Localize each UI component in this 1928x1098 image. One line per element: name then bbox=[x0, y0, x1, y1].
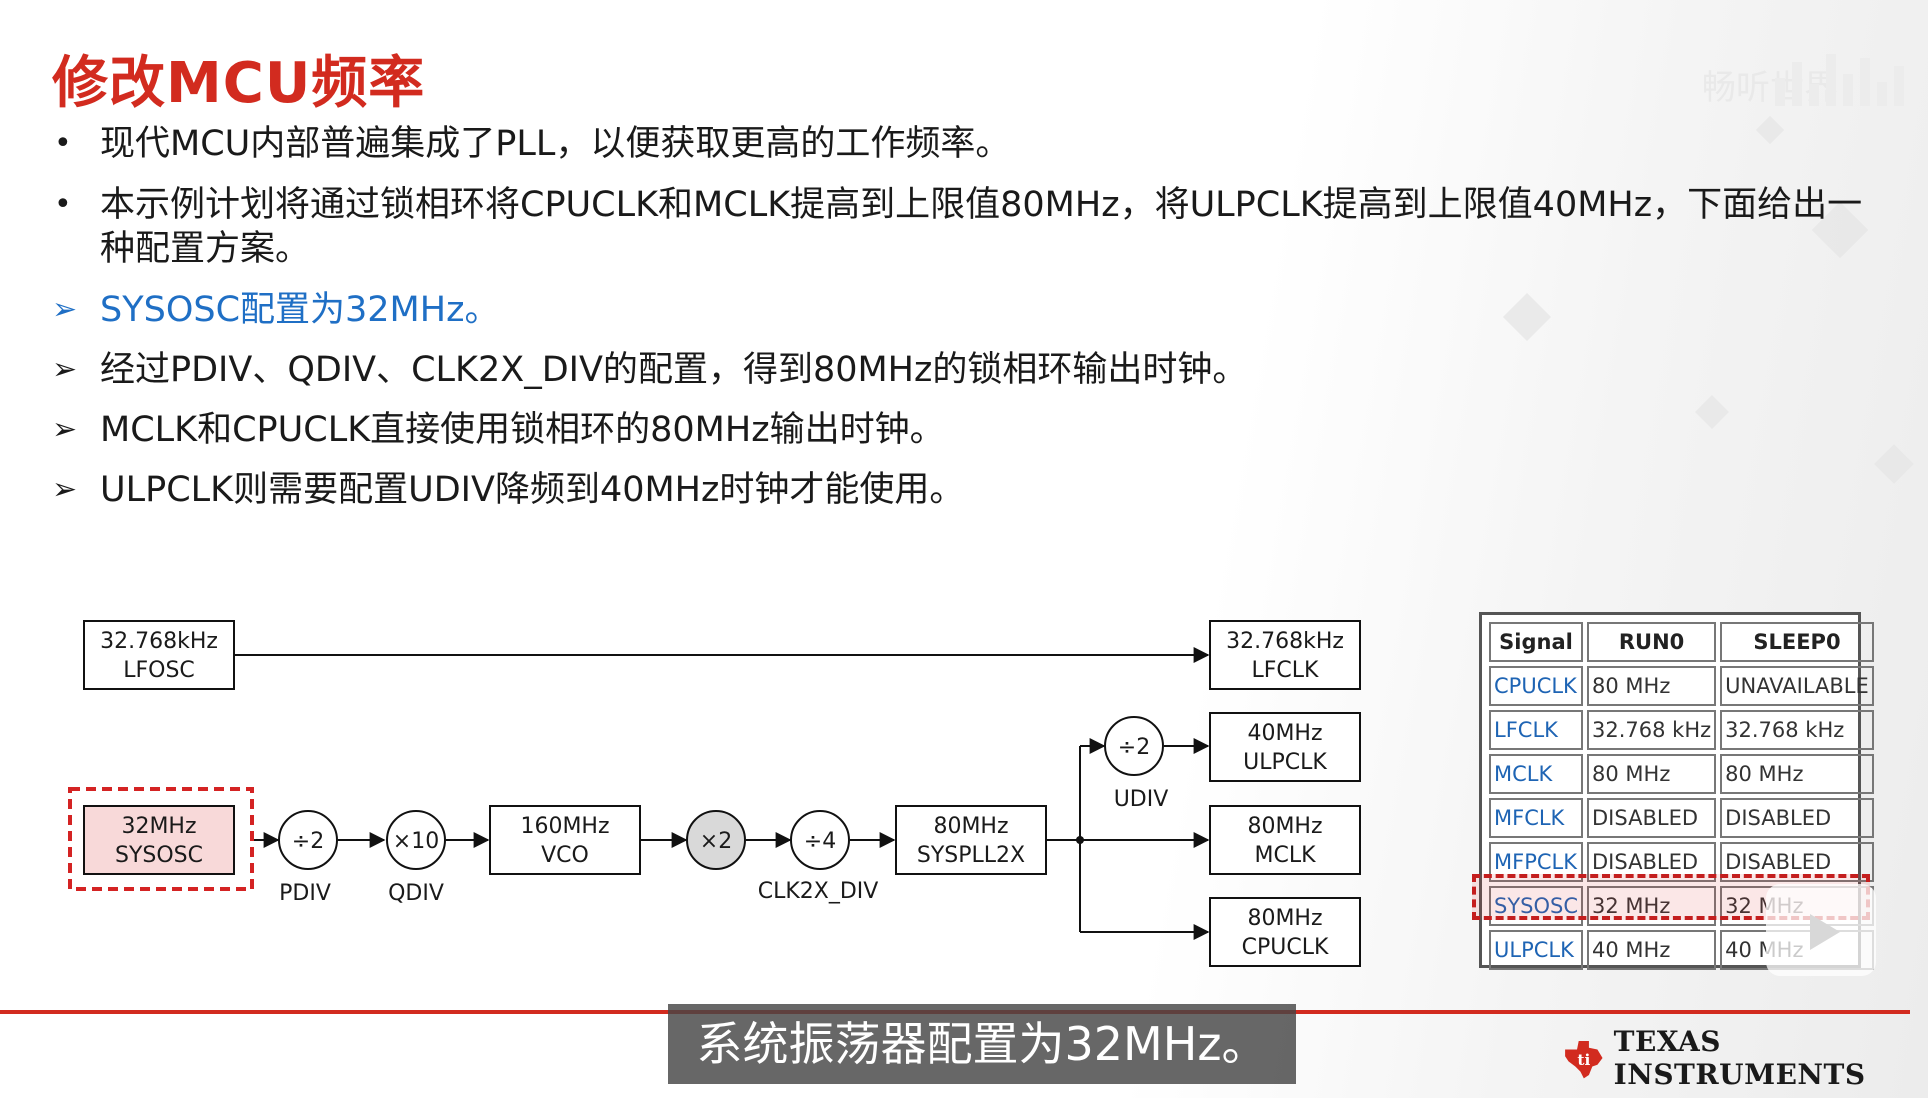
qdiv-label: QDIV bbox=[388, 881, 444, 906]
syspll2x-block bbox=[895, 805, 1047, 875]
sysosc-block bbox=[83, 805, 235, 875]
mclk-label: MCLK bbox=[1254, 843, 1316, 868]
play-icon bbox=[1810, 914, 1840, 950]
clk2x-div-node bbox=[790, 810, 850, 870]
vco-block bbox=[489, 805, 641, 875]
watermark-bars-icon bbox=[1775, 54, 1904, 106]
signal-value-cell: 32.768 kHz bbox=[1720, 710, 1874, 750]
lfosc-freq: 32.768kHz bbox=[100, 629, 218, 654]
table-header-cell: Signal bbox=[1489, 622, 1584, 662]
udiv-label: UDIV bbox=[1114, 787, 1169, 812]
lfosc-label: LFOSC bbox=[123, 658, 195, 683]
play-overlay-button[interactable] bbox=[1766, 884, 1876, 976]
ti-texas-icon: ti bbox=[1565, 1040, 1603, 1079]
bullet-item: ➢ MCLK和CPUCLK直接使用锁相环的80MHz输出时钟。 bbox=[52, 408, 1882, 452]
ulpclk-label: ULPCLK bbox=[1243, 750, 1327, 775]
signal-name-cell: MFPCLK bbox=[1489, 842, 1584, 882]
x2-symbol: ×2 bbox=[700, 829, 732, 854]
junction-dot bbox=[1076, 836, 1084, 844]
mclk-freq: 80MHz bbox=[1247, 814, 1322, 839]
bullet-text: MCLK和CPUCLK直接使用锁相环的80MHz输出时钟。 bbox=[100, 410, 945, 450]
bullet-dot-icon: • bbox=[54, 126, 72, 161]
udiv-node bbox=[1104, 716, 1164, 776]
clk2x-div-label: CLK2X_DIV bbox=[758, 879, 879, 904]
bullet-text: ULPCLK则需要配置UDIV降频到40MHz时钟才能使用。 bbox=[100, 470, 965, 510]
bullet-text: 经过PDIV、QDIV、CLK2X_DIV的配置，得到80MHz的锁相环输出时钟… bbox=[100, 350, 1248, 390]
syspll2x-freq: 80MHz bbox=[933, 814, 1008, 839]
signal-value-cell: DISABLED bbox=[1720, 798, 1874, 838]
bullet-arrow-icon: ➢ bbox=[52, 412, 78, 447]
vco-label: VCO bbox=[541, 843, 589, 868]
signal-value-cell: 80 MHz bbox=[1587, 754, 1717, 794]
bullet-list: • 现代MCU内部普遍集成了PLL，以便获取更高的工作频率。 • 本示例计划将通过锁相… bbox=[52, 122, 1882, 528]
bullet-item: ➢ SYSOSC配置为32MHz。 bbox=[52, 288, 1882, 332]
lfclk-block bbox=[1209, 620, 1361, 690]
qdiv-symbol: ×10 bbox=[393, 829, 439, 854]
sysosc-highlight-frame bbox=[68, 787, 254, 891]
sysosc-label: SYSOSC bbox=[115, 843, 203, 868]
ti-brand-name: TEXAS INSTRUMENTS bbox=[1613, 1025, 1866, 1091]
table-header-cell: SLEEP0 bbox=[1720, 622, 1874, 662]
bullet-item: ➢ 经过PDIV、QDIV、CLK2X_DIV的配置，得到80MHz的锁相环输出时… bbox=[52, 348, 1882, 392]
signal-value-cell: UNAVAILABLE bbox=[1720, 666, 1874, 706]
table-header-cell: RUN0 bbox=[1587, 622, 1717, 662]
ulpclk-freq: 40MHz bbox=[1247, 721, 1322, 746]
signal-name-cell: MCLK bbox=[1489, 754, 1584, 794]
bullet-text: SYSOSC配置为32MHz。 bbox=[100, 290, 500, 330]
signal-name-cell: MFCLK bbox=[1489, 798, 1584, 838]
signal-name-cell: CPUCLK bbox=[1489, 666, 1584, 706]
bullet-text: 现代MCU内部普遍集成了PLL，以便获取更高的工作频率。 bbox=[100, 124, 1011, 164]
pdiv-symbol: ÷2 bbox=[292, 829, 324, 854]
pdiv-label: PDIV bbox=[279, 881, 331, 906]
slide-title: 修改MCU频率 bbox=[52, 51, 426, 116]
clk2x-div-symbol: ÷4 bbox=[804, 829, 836, 854]
ulpclk-block bbox=[1209, 712, 1361, 782]
bullet-arrow-icon: ➢ bbox=[52, 352, 78, 387]
lfosc-block bbox=[83, 620, 235, 690]
bullet-arrow-icon: ➢ bbox=[52, 292, 78, 327]
signal-name-cell: SYSOSC bbox=[1489, 886, 1584, 926]
signal-name-cell: LFCLK bbox=[1489, 710, 1584, 750]
signal-value-cell: 40 MHz bbox=[1587, 930, 1717, 970]
bullet-item: • 本示例计划将通过锁相环将CPUCLK和MCLK提高到上限值80MHz，将ULP… bbox=[52, 183, 1882, 271]
lfclk-freq: 32.768kHz bbox=[1226, 629, 1344, 654]
sysosc-freq: 32MHz bbox=[121, 814, 196, 839]
bullet-item: • 现代MCU内部普遍集成了PLL，以便获取更高的工作频率。 bbox=[52, 122, 1882, 166]
udiv-symbol: ÷2 bbox=[1118, 735, 1150, 760]
signal-value-cell: DISABLED bbox=[1587, 842, 1717, 882]
bullet-text: 本示例计划将通过锁相环将CPUCLK和MCLK提高到上限值80MHz，将ULPC… bbox=[100, 185, 1863, 269]
bullet-arrow-icon: ➢ bbox=[52, 472, 78, 507]
cpuclk-block bbox=[1209, 897, 1361, 967]
signal-value-cell: DISABLED bbox=[1587, 798, 1717, 838]
video-subtitle: 系统振荡器配置为32MHz。 bbox=[668, 1004, 1296, 1084]
signal-value-cell: DISABLED bbox=[1720, 842, 1874, 882]
svg-text:ti: ti bbox=[1577, 1051, 1590, 1069]
ti-logo: ti TEXAS INSTRUMENTS bbox=[1560, 1025, 1928, 1091]
cpuclk-freq: 80MHz bbox=[1247, 906, 1322, 931]
signal-value-cell: 32.768 kHz bbox=[1587, 710, 1717, 750]
signal-name-cell: ULPCLK bbox=[1489, 930, 1584, 970]
qdiv-node bbox=[386, 810, 446, 870]
signal-value-cell: 32 MHz bbox=[1587, 886, 1717, 926]
signal-value-cell: 80 MHz bbox=[1587, 666, 1717, 706]
signal-value-cell: 80 MHz bbox=[1720, 754, 1874, 794]
syspll2x-label: SYSPLL2X bbox=[917, 843, 1025, 868]
cpuclk-label: CPUCLK bbox=[1242, 935, 1329, 960]
mclk-block bbox=[1209, 805, 1361, 875]
vco-freq: 160MHz bbox=[520, 814, 609, 839]
bullet-dot-icon: • bbox=[54, 187, 72, 222]
x2-node bbox=[686, 810, 746, 870]
lfclk-label: LFCLK bbox=[1252, 658, 1320, 683]
pdiv-node bbox=[278, 810, 338, 870]
bullet-item: ➢ ULPCLK则需要配置UDIV降频到40MHz时钟才能使用。 bbox=[52, 468, 1882, 512]
